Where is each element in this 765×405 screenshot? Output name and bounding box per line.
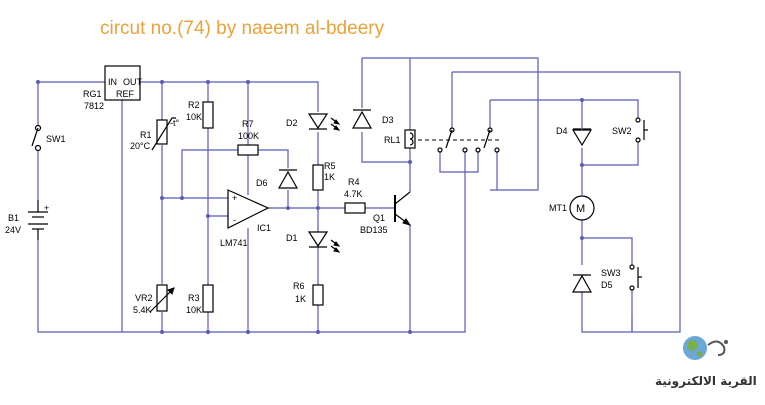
junction-dots <box>36 80 584 334</box>
b1-name: B1 <box>8 213 19 223</box>
switch-sw3: SW3 <box>601 264 642 291</box>
battery-b1: + B1 24V <box>5 200 49 240</box>
switch-sw1: SW1 <box>31 124 66 152</box>
motor-mt1: M MT1 <box>549 195 595 221</box>
led-d2: D2 <box>286 113 341 131</box>
q1-name: Q1 <box>373 213 385 223</box>
diode-d3: D3 <box>351 109 394 129</box>
resistor-r5: R5 1K <box>312 161 336 191</box>
sw1-name: SW1 <box>46 134 66 144</box>
ic1-name: IC1 <box>257 223 271 233</box>
diode-d5: D5 <box>571 274 613 293</box>
resistor-r2: R2 10K <box>186 100 214 129</box>
relay-rl1: RL1 <box>384 129 500 149</box>
d1-name: D1 <box>286 233 298 243</box>
rg1-name: RG1 <box>83 89 102 99</box>
r1-value: 20°C <box>130 141 151 151</box>
diagram-title: circut no.(74) by naeem al-bdeery <box>100 18 385 39</box>
opamp-ic1: + - IC1 LM741 <box>220 189 271 248</box>
r7-name: R7 <box>242 119 254 129</box>
thermistor-r1: -t° R1 20°C <box>130 117 179 151</box>
d3-name: D3 <box>382 115 394 125</box>
r2-value: 10K <box>186 112 202 122</box>
sw2-name: SW2 <box>612 126 632 136</box>
potentiometer-vr2: VR2 5.4K <box>133 284 175 315</box>
rg1-out-pin: OUT <box>123 77 143 87</box>
led-d1: D1 <box>286 231 341 253</box>
r1-mark: -t° <box>170 118 179 128</box>
ic1-plus: + <box>232 193 237 203</box>
q1-value: BD135 <box>360 225 388 235</box>
resistor-r3: R3 10K <box>186 284 214 315</box>
r6-name: R6 <box>293 281 305 291</box>
r4-value: 4.7K <box>344 189 363 199</box>
regulator-rg1: IN OUT REF RG1 7812 <box>83 65 143 111</box>
rl1-name: RL1 <box>384 135 401 145</box>
rg1-in-pin: IN <box>108 77 117 87</box>
resistor-r7: R7 100K <box>237 119 259 156</box>
d5-name: D5 <box>601 280 613 290</box>
r3-name: R3 <box>188 293 200 303</box>
r2-name: R2 <box>188 100 200 110</box>
r4-name: R4 <box>348 177 360 187</box>
vr2-value: 5.4K <box>133 305 152 315</box>
ic1-minus: - <box>233 215 236 225</box>
resistor-r4: R4 4.7K <box>344 177 366 214</box>
relay-contacts <box>437 127 500 153</box>
rg1-ref-pin: REF <box>116 89 135 99</box>
r5-name: R5 <box>324 161 336 171</box>
resistor-r6: R6 1K <box>293 281 324 306</box>
logo-globe-icon <box>683 336 728 360</box>
r5-value: 1K <box>324 172 335 182</box>
sw3-name: SW3 <box>601 268 621 278</box>
switch-sw2: SW2 <box>612 117 648 143</box>
d4-name: D4 <box>556 126 568 136</box>
mt1-name: MT1 <box>549 203 567 213</box>
transistor-q1: Q1 BD135 <box>360 191 412 235</box>
diode-d4: D4 <box>556 126 593 147</box>
d6-name: D6 <box>256 178 268 188</box>
r1-name: R1 <box>140 130 152 140</box>
r7-value: 100K <box>238 131 259 141</box>
diode-d6: D6 <box>256 169 299 189</box>
logo-text: القرية الالكترونية <box>655 374 757 388</box>
d2-name: D2 <box>286 118 298 128</box>
wires <box>37 57 681 333</box>
rg1-value: 7812 <box>84 101 104 111</box>
b1-value: 24V <box>5 225 21 235</box>
ic1-value: LM741 <box>220 238 248 248</box>
mt1-symbol: M <box>576 203 585 215</box>
r3-value: 10K <box>186 305 202 315</box>
r6-value: 1K <box>295 294 306 304</box>
b1-plus: + <box>44 203 49 213</box>
vr2-name: VR2 <box>135 293 153 303</box>
